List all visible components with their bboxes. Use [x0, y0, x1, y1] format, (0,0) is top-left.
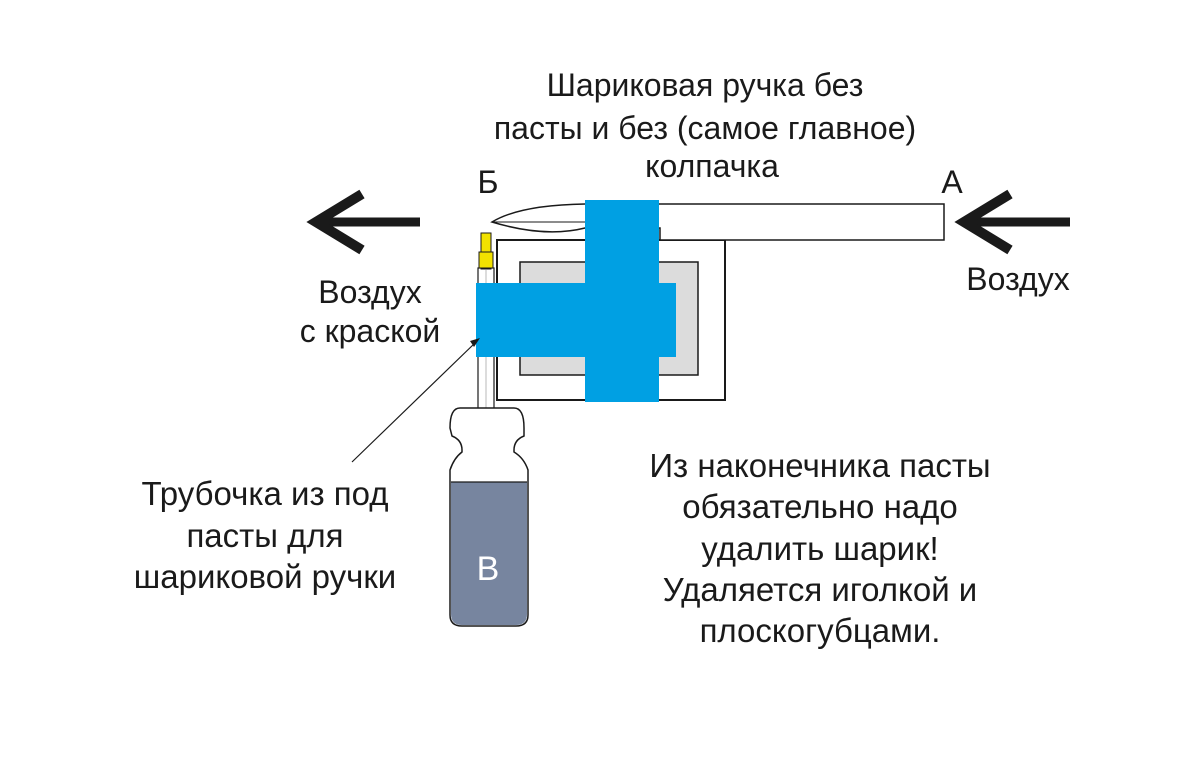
vial-label: В — [477, 550, 500, 588]
air-out-label-line1: Воздух — [318, 274, 421, 310]
air-in-label: Воздух — [966, 261, 1069, 297]
tube-yellow-tip — [480, 232, 492, 270]
air-out-label-line2: с краской — [300, 313, 441, 349]
pen — [490, 203, 945, 241]
tube-caption-line3: шариковой ручки — [134, 558, 396, 595]
note-line5: плоскогубцами. — [700, 612, 941, 649]
pen-caption-line3: колпачка — [645, 148, 779, 184]
note-line2: обязательно надо — [682, 488, 958, 525]
tube-caption-line1: Трубочка из под — [141, 475, 388, 512]
arrow-left-icon — [954, 189, 1070, 255]
tube-pointer-head — [470, 338, 480, 347]
tube-caption-line2: пасты для — [186, 517, 343, 554]
pen-caption-line2: пасты и без (самое главное) — [494, 110, 916, 146]
note-line4: Удаляется иголкой и — [663, 571, 977, 608]
out-arrow-head — [306, 189, 365, 255]
arrow-left-icon — [306, 189, 420, 255]
label-b: Б — [478, 164, 499, 200]
in-arrow-head — [954, 189, 1013, 255]
pen-caption-line1: Шариковая ручка без — [547, 67, 864, 103]
note-line3: удалить шарик! — [701, 530, 938, 567]
tube-pointer-line — [351, 341, 477, 463]
vial-liquid — [451, 482, 527, 625]
note-line1: Из наконечника пасты — [649, 447, 990, 484]
tape-horizontal — [476, 283, 676, 357]
label-a: А — [941, 164, 963, 200]
tube-yellow-collar — [478, 251, 494, 269]
paint-vial: В — [449, 407, 529, 627]
